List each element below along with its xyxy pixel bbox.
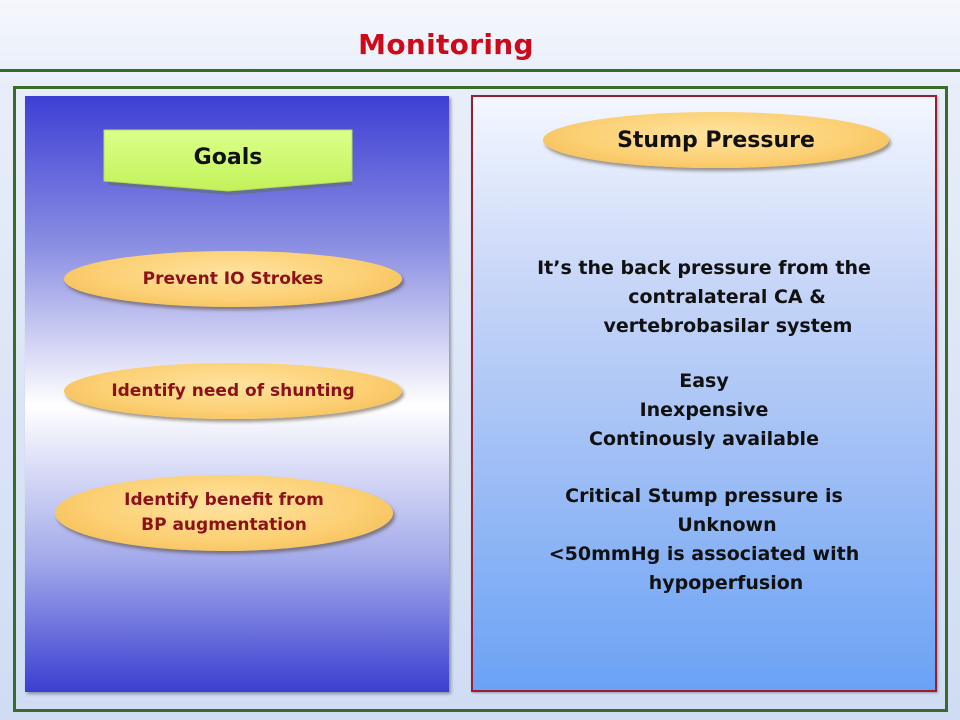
critical-line: hypoperfusion [648, 572, 804, 594]
slide-title: Monitoring [358, 28, 534, 61]
goal-identify-benefit-bp-augmentation: Identify benefit from BP augmentation [55, 475, 393, 551]
goal-text-line: Identify benefit from [124, 490, 324, 510]
goal-text: Prevent IO Strokes [142, 268, 324, 289]
title-divider [0, 69, 960, 72]
advantage-line: Continously available [589, 428, 819, 450]
goal-text: Identify need of shunting [111, 380, 355, 401]
critical-line: <50mmHg is associated with [548, 543, 860, 565]
stump-pressure-advantages: Easy Inexpensive Continously available [474, 367, 934, 454]
definition-line: contralateral CA & [628, 286, 826, 308]
goal-text-line: BP augmentation [141, 515, 307, 535]
advantage-line: Easy [679, 370, 729, 392]
definition-line: vertebrobasilar system [603, 315, 853, 337]
stump-pressure-heading: Stump Pressure [543, 112, 889, 168]
critical-line: Critical Stump pressure is [565, 485, 843, 507]
advantage-line: Inexpensive [639, 399, 769, 421]
goals-banner-shape [103, 129, 353, 195]
critical-stump-pressure: Critical Stump pressure is Unknown <50mm… [474, 482, 934, 598]
goal-identify-need-of-shunting: Identify need of shunting [64, 363, 402, 419]
goals-banner: Goals [103, 129, 353, 197]
critical-line: Unknown [677, 514, 777, 536]
content-frame [13, 86, 948, 712]
stump-pressure-panel [471, 95, 937, 692]
stump-pressure-definition: It’s the back pressure from the contrala… [474, 254, 934, 341]
goal-prevent-io-strokes: Prevent IO Strokes [64, 251, 402, 307]
definition-line: It’s the back pressure from the [537, 257, 871, 279]
goals-label: Goals [193, 145, 263, 170]
